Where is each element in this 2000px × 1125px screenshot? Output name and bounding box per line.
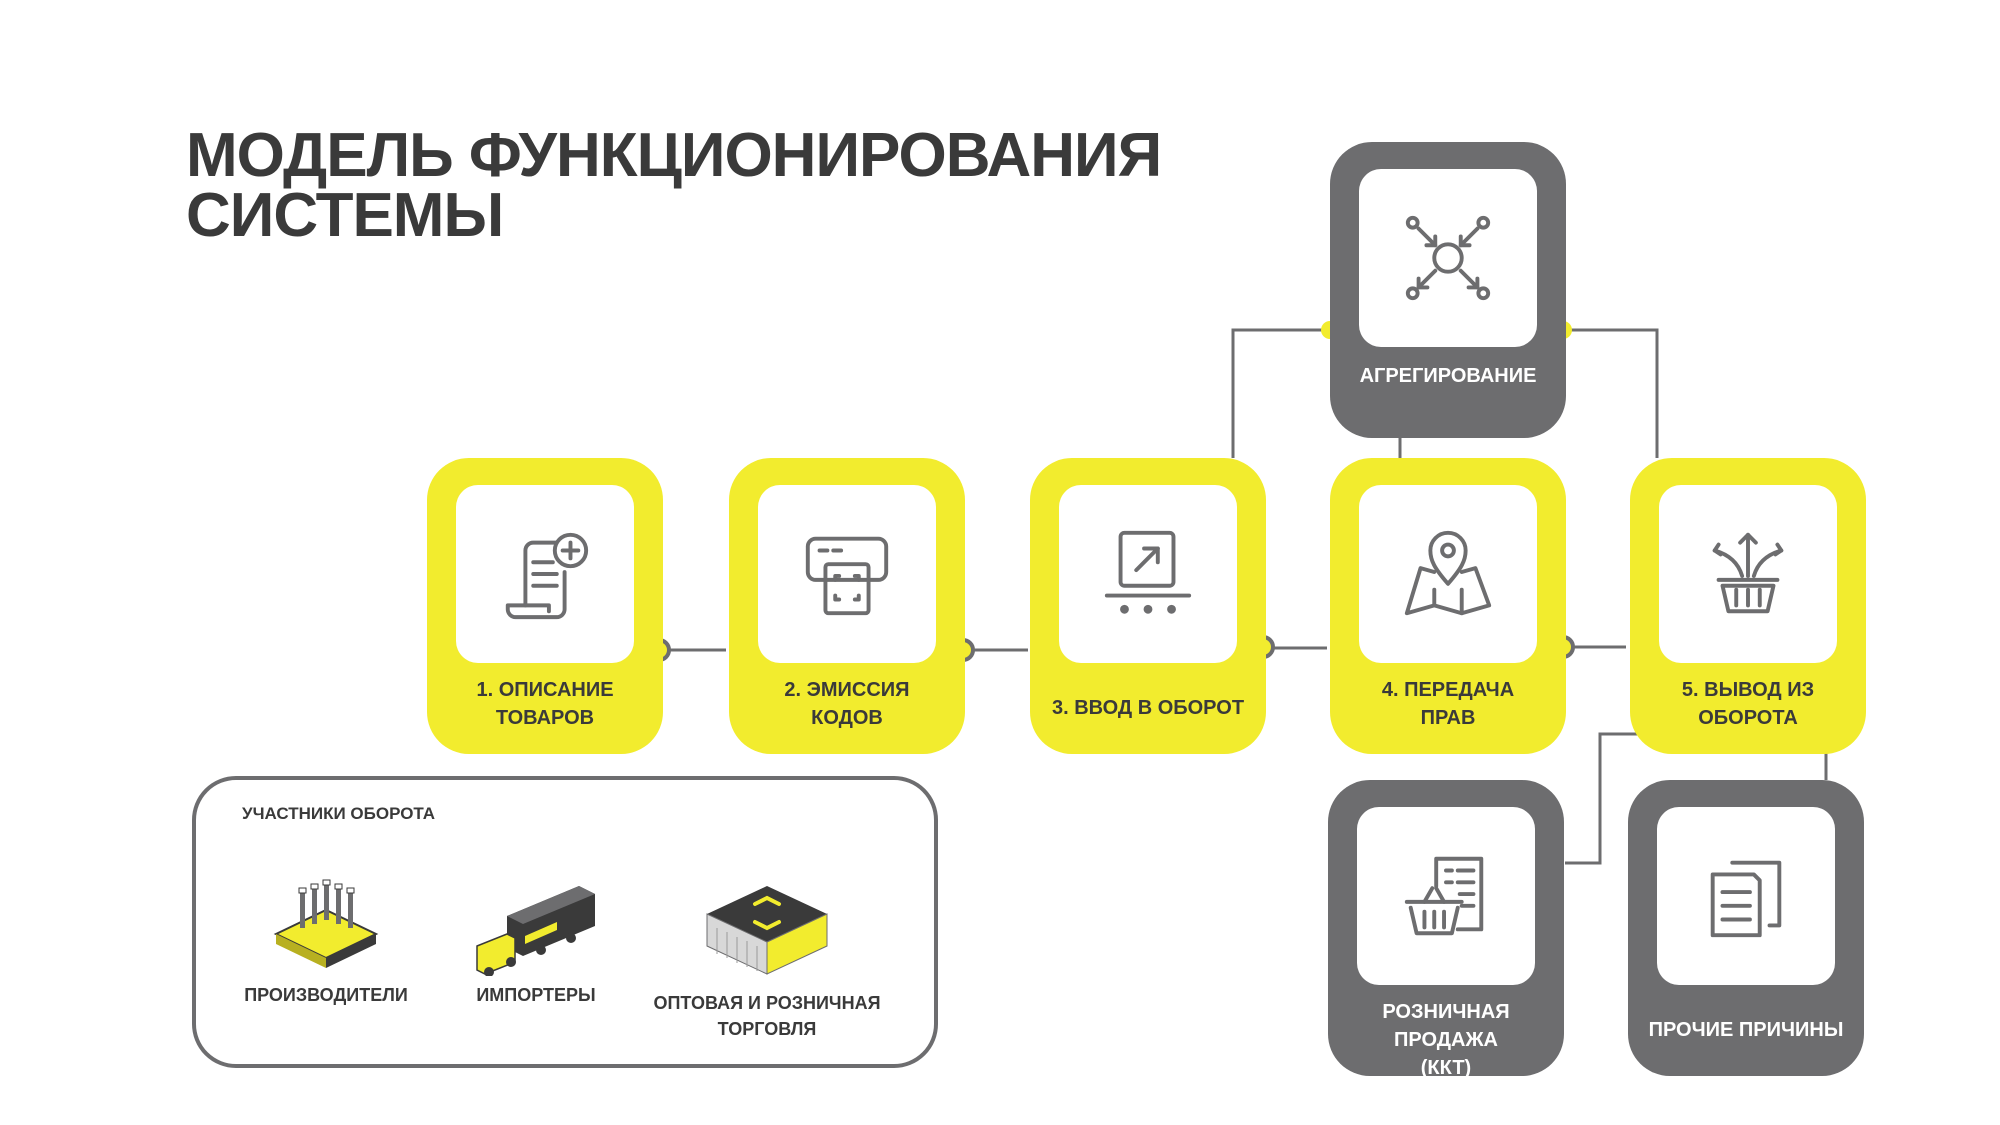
- aggregation-icon: [1405, 215, 1491, 301]
- documents-icon: [1710, 860, 1782, 938]
- participant-trade: ОПТОВАЯ И РОЗНИЧНАЯ ТОРГОВЛЯ: [642, 874, 892, 1042]
- step-2-node[interactable]: 2. ЭМИССИЯ КОДОВ: [729, 458, 965, 754]
- importers-label: ИМПОРТЕРЫ: [476, 985, 596, 1005]
- receipt-basket-icon: [1404, 856, 1484, 936]
- step-2-card: [758, 485, 936, 663]
- participant-importers: ИМПОРТЕРЫ: [446, 876, 626, 1008]
- other-reasons-node[interactable]: ПРОЧИЕ ПРИЧИНЫ: [1628, 780, 1864, 1076]
- step-5-label: 5. ВЫВОД ИЗ ОБОРОТА: [1681, 679, 1815, 729]
- step-1-card: [456, 485, 634, 663]
- connector-5-retail: [1565, 732, 1667, 865]
- connector-3-aggregation: [1231, 328, 1330, 458]
- participants-title: УЧАСТНИКИ ОБОРОТА: [242, 804, 436, 823]
- aggregation-label: АГРЕГИРОВАНИЕ: [1359, 365, 1537, 387]
- step-5-card: [1659, 485, 1837, 663]
- step-1-label: 1. ОПИСАНИЕ ТОВАРОВ: [476, 679, 614, 729]
- aggregation-node[interactable]: АГРЕГИРОВАНИЕ: [1330, 142, 1566, 438]
- connector-aggregation-5: [1565, 328, 1659, 458]
- title-line-1: МОДЕЛЬ ФУНКЦИОНИРОВАНИЯ: [186, 121, 1162, 190]
- aggregation-card: [1359, 169, 1537, 347]
- participant-producers: ПРОИЗВОДИТЕЛИ: [236, 876, 416, 1008]
- title-line-2: СИСТЕМЫ: [186, 181, 504, 250]
- factory-icon: [273, 879, 379, 968]
- other-reasons-card: [1657, 807, 1835, 985]
- step-2-label: 2. ЭМИССИЯ КОДОВ: [784, 679, 910, 729]
- document-add-icon: [505, 532, 589, 620]
- retail-sale-card: [1357, 807, 1535, 985]
- page-title: МОДЕЛЬ ФУНКЦИОНИРОВАНИЯ СИСТЕМЫ: [186, 121, 1162, 250]
- step-3-card: [1059, 485, 1237, 663]
- step-3-node[interactable]: 3. ВВОД В ОБОРОТ: [1030, 458, 1266, 754]
- map-pin-icon: [1404, 530, 1492, 616]
- trade-label: ОПТОВАЯ И РОЗНИЧНАЯ ТОРГОВЛЯ: [653, 993, 881, 1039]
- producers-label: ПРОИЗВОДИТЕЛИ: [244, 985, 408, 1005]
- printer-icon: [805, 536, 889, 616]
- basket-arrows-icon: [1712, 532, 1784, 614]
- participants-panel: УЧАСТНИКИ ОБОРОТА ПРОИЗВОДИТЕЛИ: [192, 776, 938, 1068]
- retail-sale-node[interactable]: РОЗНИЧНАЯ ПРОДАЖА (ККТ): [1328, 780, 1564, 1079]
- truck-icon: [476, 886, 595, 976]
- other-reasons-label: ПРОЧИЕ ПРИЧИНЫ: [1648, 1019, 1844, 1041]
- step-4-label: 4. ПЕРЕДАЧА ПРАВ: [1381, 679, 1515, 729]
- step-1-node[interactable]: 1. ОПИСАНИЕ ТОВАРОВ: [427, 458, 663, 754]
- step-4-node[interactable]: 4. ПЕРЕДАЧА ПРАВ: [1330, 458, 1566, 754]
- step-3-label: 3. ВВОД В ОБОРОТ: [1051, 697, 1245, 719]
- step-4-card: [1359, 485, 1537, 663]
- retail-sale-label: РОЗНИЧНАЯ ПРОДАЖА (ККТ): [1382, 1001, 1510, 1079]
- step-5-node[interactable]: 5. ВЫВОД ИЗ ОБОРОТА: [1630, 458, 1866, 754]
- conveyor-box-icon: [1104, 530, 1192, 614]
- warehouse-icon: [706, 886, 828, 975]
